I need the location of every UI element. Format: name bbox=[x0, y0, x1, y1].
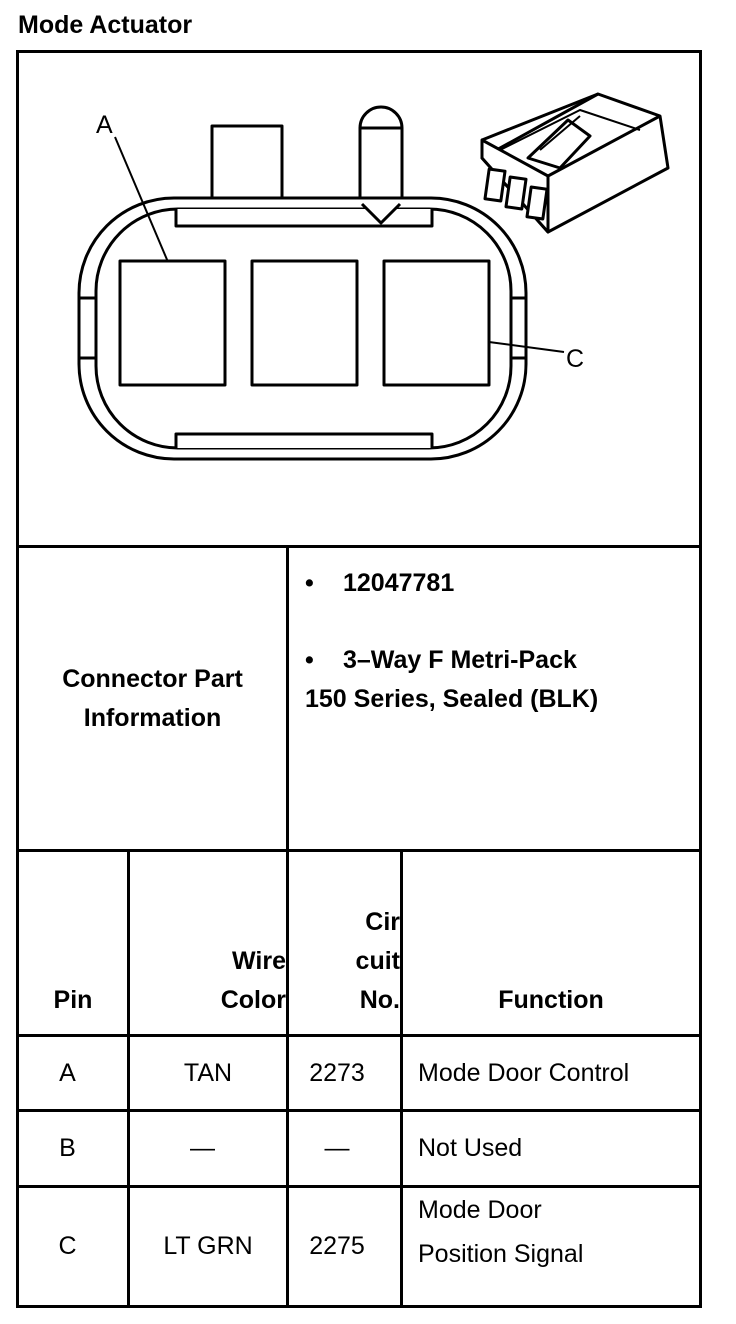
table-border-left bbox=[16, 50, 19, 1308]
leader-line-c bbox=[488, 341, 565, 353]
table-row-b-function: Not Used bbox=[418, 1134, 523, 1162]
table-row-a-pin: A bbox=[59, 1058, 76, 1087]
connector-part-info-label-line1: Connector Part bbox=[62, 664, 243, 693]
connector-top-tab bbox=[210, 124, 284, 206]
row-divider-b bbox=[16, 1185, 702, 1188]
table-border-top bbox=[16, 50, 702, 53]
part-info-divider bbox=[16, 849, 702, 852]
header-pin: Pin bbox=[53, 986, 93, 1014]
page-title: Mode Actuator bbox=[18, 11, 193, 39]
connector-part-info-values: • 12047781 • 3–Way F Metri-Pack 150 Series… bbox=[305, 564, 685, 719]
bullet-icon: • bbox=[305, 569, 314, 597]
column-divider-circuit bbox=[400, 849, 403, 1308]
header-divider bbox=[16, 1034, 702, 1037]
table-row-c-function: Mode Door Position Signal bbox=[418, 1196, 584, 1268]
table-border-right bbox=[699, 50, 702, 1308]
leader-line-a bbox=[114, 136, 169, 263]
connector-type-line2: 150 Series, Sealed (BLK) bbox=[305, 685, 599, 713]
part-number-item: • 12047781 bbox=[305, 564, 685, 603]
diagram-divider bbox=[16, 545, 702, 548]
table-row-c-circuit: 2275 bbox=[309, 1232, 365, 1260]
header-wire-color: Wire Color bbox=[220, 947, 286, 1014]
table-row-b-pin: B bbox=[59, 1134, 76, 1162]
callout-label-a: A bbox=[96, 111, 113, 139]
connector-type-item: • 3–Way F Metri-Pack bbox=[305, 641, 685, 680]
table-row-b-circuit: — bbox=[324, 1134, 350, 1162]
connector-thumbnail bbox=[480, 92, 670, 234]
terminal-cavity-c bbox=[382, 259, 491, 387]
table-row-c-wire-color: LT GRN bbox=[163, 1232, 253, 1260]
connector-housing-inner bbox=[94, 207, 513, 450]
table-row-a-wire-color: TAN bbox=[183, 1058, 233, 1087]
part-number: 12047781 bbox=[343, 569, 455, 597]
connector-part-info-label: Connector Part Information bbox=[19, 548, 286, 849]
table-border-bottom bbox=[16, 1305, 702, 1308]
connector-part-info-label-line2: Information bbox=[83, 703, 222, 732]
terminal-cavity-a bbox=[118, 259, 227, 387]
connector-type-line1: 3–Way F Metri-Pack bbox=[343, 646, 577, 674]
terminal-cavity-b bbox=[250, 259, 359, 387]
column-divider-info bbox=[286, 545, 289, 1308]
callout-label-c: C bbox=[566, 345, 584, 373]
table-row-b-wire-color: — bbox=[190, 1134, 215, 1162]
table-row-c-pin: C bbox=[58, 1232, 77, 1260]
header-circuit-number: Cir cuit No. bbox=[355, 908, 400, 1014]
row-divider-a bbox=[16, 1109, 702, 1112]
bullet-icon: • bbox=[305, 646, 314, 674]
table-row-a-function: Mode Door Control bbox=[418, 1058, 630, 1087]
header-function: Function bbox=[498, 986, 604, 1014]
column-divider-pin bbox=[127, 849, 130, 1308]
table-row-a-circuit: 2273 bbox=[309, 1058, 365, 1087]
